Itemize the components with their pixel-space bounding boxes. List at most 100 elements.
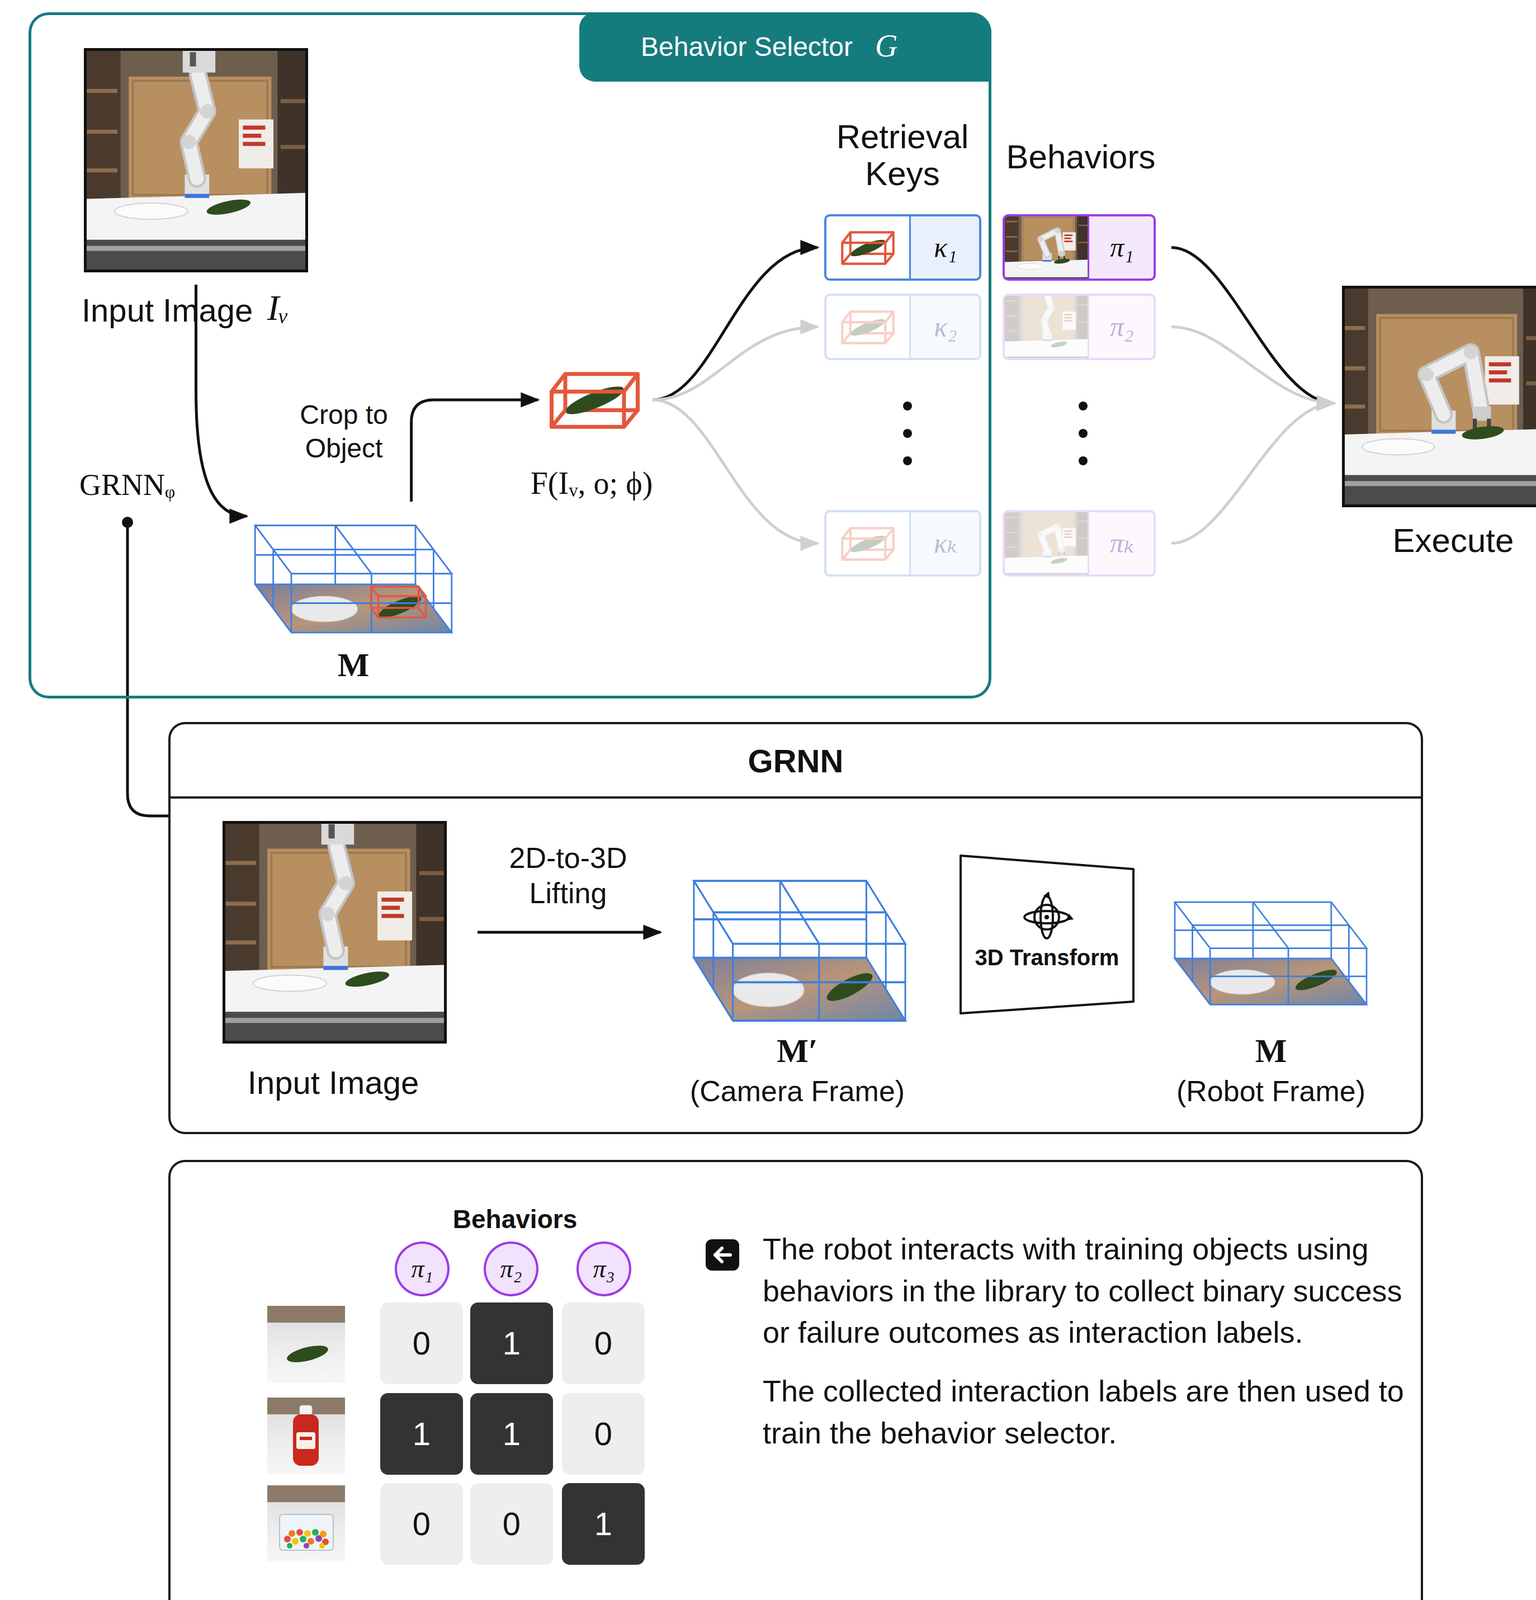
scene-photo — [1331, 285, 1536, 508]
behavior-box: π₁ — [1002, 214, 1156, 281]
node-text: 3D Transform — [964, 937, 1130, 977]
edge-label: GRNNᵩ — [79, 467, 176, 503]
voxel-grid — [1174, 901, 1367, 1005]
ellipsis-dots-part — [903, 401, 912, 411]
object-thumb-part — [307, 1537, 315, 1545]
object-thumb-part — [288, 1529, 296, 1537]
voxel-grid — [693, 880, 906, 1021]
ellipsis-dots-part — [903, 456, 912, 466]
scene-photo-part — [114, 196, 253, 220]
leader-line — [121, 516, 169, 816]
transform-icon-part — [1040, 895, 1053, 939]
node-text: π₂ — [1088, 293, 1156, 361]
key-box: κ₁ — [824, 214, 982, 281]
selector-panel: Input ImageIᵥMF(Iᵥ, o; ϕ)κ₁κ₂κₖBehavior … — [28, 12, 992, 699]
connector — [652, 247, 818, 401]
key-box: κ₂ — [824, 293, 982, 361]
table-cell: 0 — [561, 1302, 645, 1384]
grid-map: M′(Camera Frame) — [688, 855, 911, 1024]
object-thumb — [267, 1305, 345, 1383]
object-thumb-part — [292, 1414, 319, 1466]
node-text: π₂ — [483, 1241, 539, 1297]
edge-label: 2D-to-3D Lifting — [484, 840, 652, 912]
node-text: Input Image — [81, 291, 253, 330]
node-text: G — [875, 27, 898, 64]
header-rule — [168, 796, 1424, 799]
connector — [1171, 247, 1335, 404]
scene-photo — [83, 48, 309, 273]
object-thumb-part — [284, 1535, 291, 1543]
column-heading: Behaviors — [403, 1204, 627, 1235]
voxel-grid-part — [1174, 901, 1367, 1005]
object-thumb-part — [279, 1514, 334, 1550]
transform-shape — [960, 855, 1134, 1014]
node-text: (Robot Frame) — [1147, 1074, 1394, 1109]
object-thumb-part — [319, 1542, 325, 1549]
table-cell: 1 — [470, 1302, 554, 1384]
ellipsis-dots-part — [1078, 401, 1088, 411]
cropped-feature — [551, 374, 638, 428]
cropped-feature-part — [551, 374, 638, 428]
scene-photo-part — [181, 48, 216, 179]
training-panel: π₁ π₂ π₃ The robot interacts with training … — [168, 1159, 1424, 1600]
connector — [411, 399, 538, 502]
connector — [477, 930, 661, 934]
voxel-grid — [254, 525, 452, 633]
object-thumb-part — [267, 1397, 345, 1474]
object-thumb-part — [267, 1305, 345, 1383]
node-text: M′ — [741, 1031, 854, 1071]
behavior-circle: π₂ — [483, 1241, 539, 1297]
object-thumb-part — [267, 1305, 345, 1323]
table-cell: 1 — [380, 1392, 463, 1475]
scene-photo-part — [1331, 285, 1536, 508]
connector — [652, 327, 818, 401]
column-heading: Behaviors — [988, 137, 1174, 177]
node-text: Execute — [1352, 521, 1536, 560]
node-text: π₁ — [394, 1241, 450, 1297]
scene-photo-part — [253, 968, 391, 992]
connector — [1171, 403, 1335, 544]
table-cell: 0 — [470, 1482, 554, 1565]
table-cell: 1 — [561, 1482, 645, 1565]
transform-icon — [1024, 891, 1074, 939]
node-text: πₖ — [1088, 509, 1156, 577]
object-thumb-part — [291, 1537, 299, 1545]
node-text: κ₂ — [909, 293, 982, 361]
ellipsis-dots — [903, 401, 1088, 466]
scene-photo-part — [222, 820, 447, 1045]
connector — [1171, 327, 1335, 404]
object-thumb-part — [285, 1341, 330, 1366]
object-thumb — [267, 1397, 345, 1474]
object-thumb-part — [319, 1530, 327, 1538]
scene-photo-part — [1362, 423, 1505, 456]
object-thumb-part — [299, 1405, 313, 1416]
scene-photo-part — [320, 820, 354, 951]
image-frame: Execute — [1341, 285, 1536, 508]
node-text: The robot interacts with training object… — [762, 1227, 1406, 1354]
transform-outline — [958, 853, 1136, 1015]
image-frame: Input Image — [222, 820, 447, 1044]
grid-map: M(Robot Frame) — [1169, 883, 1372, 1007]
table-cell: 0 — [380, 1482, 463, 1565]
scene-photo-part — [1419, 344, 1492, 429]
voxel-grid-part — [693, 880, 906, 1021]
node-text: π₃ — [576, 1241, 632, 1297]
back-arrow-icon-part — [715, 1248, 731, 1262]
behavior-circle: π₁ — [394, 1241, 450, 1297]
column-heading: Retrieval Keys — [810, 118, 995, 193]
transform-icon-part — [1043, 891, 1051, 900]
table-cell: 0 — [380, 1302, 463, 1384]
edge-label: Crop to Object — [279, 398, 409, 466]
grrn-panel: Input ImageM′(Camera Frame)3D TransformM… — [168, 721, 1424, 1134]
node-text: The collected interaction labels are the… — [762, 1369, 1406, 1454]
behavior-box: π₂ — [1002, 293, 1156, 361]
back-arrow-icon-part — [705, 1239, 740, 1271]
crop-feature: F(Iᵥ, o; ϕ) — [545, 366, 644, 434]
node-text: F(Iᵥ, o; ϕ) — [490, 465, 693, 502]
node-text: M — [308, 645, 399, 685]
table-cell: 0 — [561, 1392, 645, 1475]
back-arrow-icon — [705, 1239, 740, 1271]
node-text: M — [1215, 1031, 1327, 1071]
